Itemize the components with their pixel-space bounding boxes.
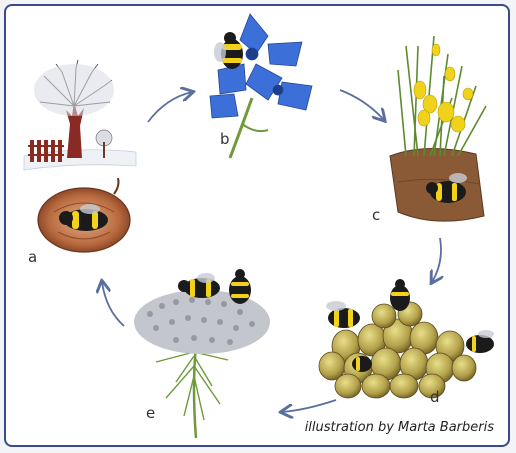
bee-icon (229, 269, 251, 304)
stage-label-a: a (28, 248, 37, 266)
arrow-a-to-b (148, 92, 192, 122)
umbel-flower-icon (134, 290, 270, 354)
arrow-d-to-e (282, 400, 336, 412)
leaf-icon (156, 352, 228, 420)
lifecycle-diagram-frame: a b c d e illustration by Marta Barberis (4, 4, 510, 447)
bee-icon (466, 330, 494, 353)
stage-label-d: d (430, 388, 440, 406)
lifecycle-diagram (6, 6, 510, 447)
bee-icon (352, 356, 372, 372)
stage-d-illustration (319, 279, 494, 398)
arrow-b-to-c (340, 90, 384, 120)
fence-icon (28, 140, 64, 162)
bee-icon (326, 301, 360, 328)
arrow-c-to-d (432, 238, 441, 282)
stage-label-b: b (220, 130, 230, 148)
bee-icon (390, 279, 410, 311)
stage-c-illustration (390, 36, 486, 221)
arrow-e-to-a (102, 282, 124, 326)
stage-a-illustration (24, 60, 136, 252)
blue-flower-icon (210, 14, 312, 118)
stage-label-c: c (372, 206, 380, 224)
bee-icon (214, 32, 243, 69)
stage-label-e: e (146, 404, 155, 422)
illustration-credit: illustration by Marta Barberis (305, 420, 494, 435)
